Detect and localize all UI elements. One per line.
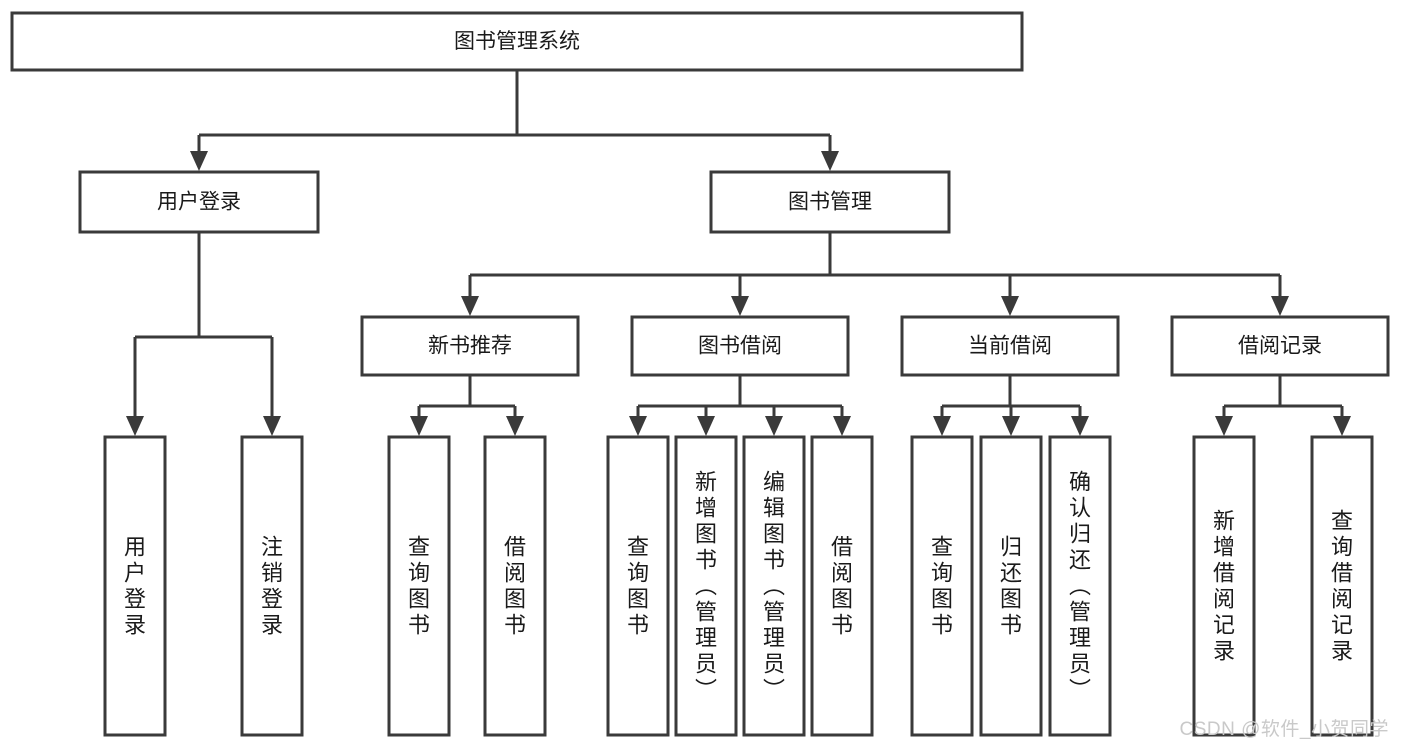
node-label: 借阅记录 [1238, 335, 1322, 358]
node-label: 用户登录 [124, 534, 146, 637]
node-leaf-cur-query[interactable]: 查询图书 [910, 435, 974, 737]
node-box[interactable] [910, 435, 974, 737]
node-borrow-record[interactable]: 借阅记录 [1170, 315, 1390, 377]
node-leaf-cur-confirm[interactable]: 确认归还︵管理员︶ [1048, 435, 1112, 737]
connector-group [933, 375, 1089, 436]
connector-group [410, 375, 524, 436]
node-new-book-rec[interactable]: 新书推荐 [360, 315, 580, 377]
node-label: 归还图书 [1000, 534, 1022, 637]
node-box[interactable] [900, 315, 1120, 377]
connector-group [126, 232, 281, 436]
arrow-head-icon [1002, 416, 1020, 436]
node-label: 查询图书 [931, 534, 953, 637]
node-box[interactable] [606, 435, 670, 737]
connector-group [190, 70, 839, 171]
node-box[interactable] [742, 435, 806, 737]
node-label: 用户登录 [157, 191, 241, 214]
node-box[interactable] [10, 11, 1024, 72]
arrow-head-icon [731, 296, 749, 316]
node-box[interactable] [810, 435, 874, 737]
arrow-head-icon [833, 416, 851, 436]
arrow-head-icon [933, 416, 951, 436]
node-box[interactable] [1170, 315, 1390, 377]
arrow-head-icon [765, 416, 783, 436]
node-leaf-user-login[interactable]: 用户登录 [103, 435, 167, 737]
node-leaf-borrow-edit[interactable]: 编辑图书︵管理员︶ [742, 435, 806, 737]
node-user-login[interactable]: 用户登录 [78, 170, 320, 234]
node-box[interactable] [483, 435, 547, 737]
arrow-head-icon [1333, 416, 1351, 436]
node-box[interactable] [1310, 435, 1374, 737]
node-leaf-rec-borrow[interactable]: 借阅图书 [483, 435, 547, 737]
connector-group [461, 232, 1289, 316]
arrow-head-icon [1071, 416, 1089, 436]
arrow-head-icon [410, 416, 428, 436]
node-leaf-user-logout[interactable]: 注销登录 [240, 435, 304, 737]
node-leaf-rec-query[interactable]: 查询图书 [387, 435, 451, 737]
node-box[interactable] [1192, 435, 1256, 737]
node-label: 查询图书 [627, 534, 649, 637]
node-current-borrow[interactable]: 当前借阅 [900, 315, 1120, 377]
node-leaf-borrow-add[interactable]: 新增图书︵管理员︶ [674, 435, 738, 737]
node-box[interactable] [674, 435, 738, 737]
node-root[interactable]: 图书管理系统 [10, 11, 1024, 72]
connector-group [1215, 375, 1351, 436]
arrow-head-icon [1001, 296, 1019, 316]
node-label: 图书管理 [788, 191, 872, 214]
node-book-borrow[interactable]: 图书借阅 [630, 315, 850, 377]
node-leaf-rec-add[interactable]: 新增借阅记录 [1192, 435, 1256, 737]
node-label: 新增借阅记录 [1213, 508, 1235, 663]
node-label: 借阅图书 [831, 534, 853, 637]
node-label: 借阅图书 [504, 534, 526, 637]
node-book-manage[interactable]: 图书管理 [709, 170, 951, 234]
node-label: 新书推荐 [428, 335, 512, 358]
arrow-head-icon [506, 416, 524, 436]
node-label: 当前借阅 [968, 335, 1052, 358]
node-leaf-rec-search[interactable]: 查询借阅记录 [1310, 435, 1374, 737]
arrow-head-icon [190, 151, 208, 171]
arrow-head-icon [461, 296, 479, 316]
node-box[interactable] [360, 315, 580, 377]
node-box[interactable] [1048, 435, 1112, 737]
arrow-head-icon [1271, 296, 1289, 316]
node-label: 新增图书︵管理员︶ [695, 469, 717, 702]
connector-group [629, 375, 851, 436]
node-label: 查询借阅记录 [1331, 508, 1353, 663]
node-label: 图书管理系统 [454, 30, 580, 53]
edge-layer [126, 70, 1351, 436]
node-leaf-borrow-do[interactable]: 借阅图书 [810, 435, 874, 737]
node-box[interactable] [630, 315, 850, 377]
node-leaf-cur-return[interactable]: 归还图书 [979, 435, 1043, 737]
node-box[interactable] [979, 435, 1043, 737]
node-label: 查询图书 [408, 534, 430, 637]
node-layer: 图书管理系统用户登录图书管理新书推荐图书借阅当前借阅借阅记录用户登录注销登录查询… [10, 11, 1390, 737]
node-label: 确认归还︵管理员︶ [1069, 469, 1091, 702]
node-leaf-borrow-query[interactable]: 查询图书 [606, 435, 670, 737]
node-box[interactable] [240, 435, 304, 737]
node-box[interactable] [78, 170, 320, 234]
arrow-head-icon [1215, 416, 1233, 436]
node-box[interactable] [709, 170, 951, 234]
arrow-head-icon [821, 151, 839, 171]
node-box[interactable] [103, 435, 167, 737]
node-label: 编辑图书︵管理员︶ [763, 469, 785, 702]
arrow-head-icon [697, 416, 715, 436]
arrow-head-icon [126, 416, 144, 436]
node-box[interactable] [387, 435, 451, 737]
node-label: 图书借阅 [698, 335, 782, 358]
arrow-head-icon [263, 416, 281, 436]
arrow-head-icon [629, 416, 647, 436]
node-label: 注销登录 [261, 534, 283, 637]
watermark-label: CSDN @软件_小贺同学 [1179, 719, 1389, 740]
